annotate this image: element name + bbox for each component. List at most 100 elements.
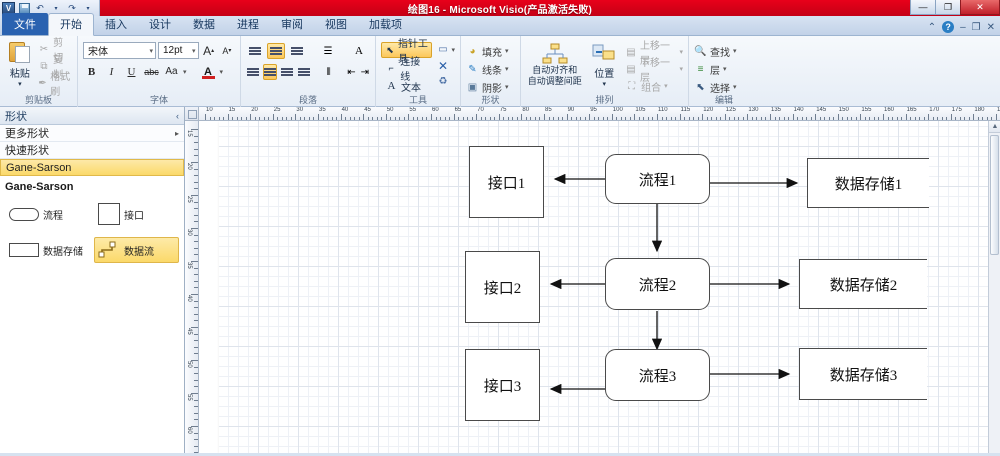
position-dropdown-icon[interactable]: ▾: [602, 81, 607, 88]
stencil-tab-gane-sarson[interactable]: Gane-Sarson: [0, 159, 184, 176]
scrollbar-thumb[interactable]: [990, 135, 999, 255]
group-dropdown-icon[interactable]: ▾: [664, 83, 668, 90]
drawing-page[interactable]: 接口1 流程1 数据存储1 接口2 流程2 数据存储2: [199, 121, 1000, 453]
tab-addins[interactable]: 加载项: [369, 19, 402, 31]
align-bottom-button[interactable]: [288, 43, 306, 59]
document-close-icon[interactable]: ✕: [986, 21, 995, 33]
connector-tool-button[interactable]: ⌐ 连接线: [381, 57, 432, 83]
paste-button[interactable]: 粘贴 ▾: [5, 39, 35, 107]
text-style-icon[interactable]: A: [355, 45, 363, 57]
document-minimize-icon[interactable]: –: [960, 21, 966, 33]
strikethrough-button[interactable]: abc: [144, 66, 159, 77]
vertical-scrollbar[interactable]: ▲: [988, 121, 1000, 453]
tab-view[interactable]: 视图: [325, 19, 347, 31]
collapse-icon[interactable]: ‹: [176, 110, 179, 121]
shape-process-2[interactable]: 流程2: [605, 258, 710, 310]
paint-tool-icon[interactable]: ♻: [438, 76, 448, 87]
copy-button[interactable]: ⧉ 复制: [38, 55, 72, 81]
font-family-select[interactable]: 宋体 ▾: [83, 42, 156, 59]
line-button[interactable]: ✎ 线条 ▾: [466, 61, 515, 77]
undo-icon[interactable]: ↶: [36, 2, 44, 13]
font-color-dropdown-icon[interactable]: ▾: [219, 68, 224, 76]
send-backward-dropdown-icon[interactable]: ▾: [679, 66, 683, 73]
format-painter-button[interactable]: ✒ 格式刷: [38, 72, 72, 98]
align-center-button[interactable]: [263, 64, 277, 80]
line-spacing-icon[interactable]: ⦀: [326, 66, 331, 78]
cut-button[interactable]: ✂ 剪切: [38, 38, 72, 64]
stencil-item-datastore[interactable]: 数据存储: [5, 237, 90, 263]
layers-dropdown-icon[interactable]: ▾: [723, 66, 727, 73]
ribbon-minimize-icon[interactable]: ⌃: [927, 21, 937, 33]
find-button[interactable]: 🔍 查找 ▾: [694, 43, 754, 59]
shape-interface-3[interactable]: 接口3: [465, 349, 540, 421]
text-tool-button[interactable]: A 文本: [381, 78, 432, 94]
layers-button[interactable]: ≡ 层 ▾: [694, 61, 754, 77]
shape-datastore-3[interactable]: 数据存储3: [799, 348, 927, 400]
shadow-dropdown-icon[interactable]: ▾: [505, 84, 509, 91]
more-shapes-row[interactable]: 更多形状 ▸: [0, 125, 184, 142]
font-size-select[interactable]: 12pt ▾: [158, 42, 199, 59]
shadow-button[interactable]: ▣ 阴影 ▾: [466, 79, 515, 95]
send-backward-button[interactable]: ▤ 下移一层 ▾: [625, 58, 683, 84]
position-button[interactable]: 位置 ▾: [589, 41, 619, 94]
find-dropdown-icon[interactable]: ▾: [733, 48, 737, 55]
fill-dropdown-icon[interactable]: ▾: [505, 48, 509, 55]
tab-design[interactable]: 设计: [149, 19, 171, 31]
fill-button[interactable]: ◕ 填充 ▾: [466, 43, 515, 59]
stencil-item-interface[interactable]: 接口: [94, 199, 179, 229]
shape-interface-1[interactable]: 接口1: [469, 146, 544, 218]
decrease-indent-button[interactable]: ⇤: [347, 66, 356, 78]
change-case-button[interactable]: Aa: [165, 66, 178, 77]
tab-process[interactable]: 进程: [237, 19, 259, 31]
group-button[interactable]: ⛶ 组合 ▾: [625, 78, 683, 94]
shape-tool-icon[interactable]: ▭: [438, 44, 448, 55]
redo-icon[interactable]: ↷: [68, 2, 76, 13]
shape-datastore-1[interactable]: 数据存储1: [807, 158, 929, 208]
bullets-icon[interactable]: ☰: [323, 45, 333, 57]
shape-interface-2[interactable]: 接口2: [465, 251, 540, 323]
shape-process-3[interactable]: 流程3: [605, 349, 710, 401]
grow-font-button[interactable]: A▴: [203, 43, 215, 58]
increase-indent-button[interactable]: ⇥: [360, 66, 369, 78]
page-grid[interactable]: 接口1 流程1 数据存储1 接口2 流程2 数据存储2: [219, 121, 1000, 453]
scroll-up-button[interactable]: ▲: [989, 121, 1000, 133]
change-case-dropdown-icon[interactable]: ▾: [183, 68, 187, 76]
minimize-button[interactable]: —: [910, 0, 936, 15]
align-top-button[interactable]: [246, 43, 264, 59]
stencil-item-dataflow[interactable]: 数据流: [94, 237, 179, 263]
undo-dropdown-icon[interactable]: ▾: [54, 5, 58, 12]
qat-customize-icon[interactable]: ▾: [86, 5, 90, 12]
line-dropdown-icon[interactable]: ▾: [505, 66, 509, 73]
bold-button[interactable]: B: [87, 65, 96, 78]
tab-home[interactable]: 开始: [48, 13, 94, 36]
auto-align-button[interactable]: 自动对齐和 自动调整间距: [526, 41, 583, 94]
shape-datastore-2[interactable]: 数据存储2: [799, 259, 927, 309]
tab-file[interactable]: 文件: [2, 13, 48, 35]
help-icon[interactable]: ?: [942, 21, 955, 33]
stencil-item-process[interactable]: 流程: [5, 199, 90, 229]
maximize-button[interactable]: ❐: [935, 0, 961, 15]
quick-shapes-row[interactable]: 快速形状: [0, 142, 184, 159]
align-right-button[interactable]: [280, 64, 294, 80]
bring-forward-dropdown-icon[interactable]: ▾: [679, 49, 683, 56]
paste-dropdown-icon[interactable]: ▾: [18, 81, 22, 88]
shape-tool-dropdown-icon[interactable]: ▾: [451, 46, 455, 54]
font-color-button[interactable]: A: [200, 63, 217, 80]
tab-data[interactable]: 数据: [193, 19, 215, 31]
align-left-button[interactable]: [246, 64, 260, 80]
document-restore-icon[interactable]: ❐: [971, 21, 981, 33]
shrink-font-button[interactable]: A▾: [222, 45, 232, 56]
tab-review[interactable]: 审阅: [281, 19, 303, 31]
pointer-tool-button[interactable]: ⬉ 指针工具: [381, 39, 433, 65]
justify-button[interactable]: [297, 64, 311, 80]
underline-button[interactable]: U: [127, 65, 136, 78]
tab-insert[interactable]: 插入: [105, 19, 127, 31]
crop-tool-icon[interactable]: ✕: [437, 58, 449, 73]
shape-process-1[interactable]: 流程1: [605, 154, 710, 204]
select-button[interactable]: ⬉ 选择 ▾: [694, 79, 754, 95]
italic-button[interactable]: I: [109, 65, 114, 78]
bring-forward-button[interactable]: ▤ 上移一层 ▾: [625, 41, 683, 67]
quick-access-toolbar[interactable]: V ↶ ▾ ↷ ▾: [0, 0, 100, 16]
